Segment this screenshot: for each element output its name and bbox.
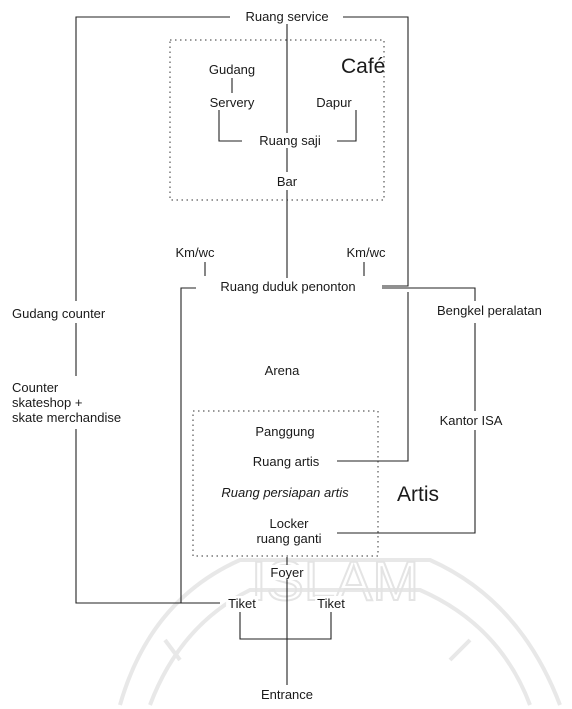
node-entrance: Entrance	[258, 687, 316, 702]
node-locker: Locker ruang ganti	[254, 516, 324, 546]
node-servery: Servery	[207, 95, 257, 110]
node-kantor: Kantor ISA	[437, 413, 505, 428]
node-ruang-artis: Ruang artis	[250, 454, 322, 469]
line-artis-right	[337, 292, 409, 462]
node-ruang-duduk: Ruang duduk penonton	[218, 279, 358, 294]
node-gudang: Gudang	[206, 62, 258, 77]
cafe-zone-box	[169, 39, 385, 201]
node-ruang-persiapan: Ruang persiapan artis	[219, 485, 351, 500]
line-kantor-locker	[337, 430, 476, 534]
node-foyer: Foyer	[268, 565, 306, 580]
node-cafe-title: Café	[341, 55, 386, 78]
node-kmwc-left: Km/wc	[173, 245, 217, 260]
node-gudang-counter: Gudang counter	[10, 306, 108, 321]
line-servery-saji	[218, 110, 242, 142]
node-counter: Counter skateshop + skate merchandise	[10, 380, 124, 425]
node-dapur: Dapur	[314, 95, 354, 110]
node-arena: Arena	[262, 363, 302, 378]
node-ruang-saji: Ruang saji	[257, 133, 323, 148]
node-tiket-right: Tiket	[315, 596, 347, 611]
line-duduk-foyer	[180, 287, 196, 603]
node-ruang-service: Ruang service	[243, 9, 331, 24]
node-tiket-left: Tiket	[226, 596, 258, 611]
node-kmwc-right: Km/wc	[344, 245, 388, 260]
line-service-right	[343, 16, 409, 287]
node-bar: Bar	[274, 174, 300, 189]
line-duduk-bengkel	[382, 287, 476, 301]
node-artis-title: Artis	[397, 483, 439, 506]
line-counter-tiket	[75, 429, 220, 604]
node-bengkel: Bengkel peralatan	[435, 303, 544, 318]
line-tiket-join	[239, 612, 332, 640]
line-service-left	[75, 16, 230, 301]
line-dapur-saji	[337, 110, 357, 142]
node-panggung: Panggung	[253, 424, 317, 439]
